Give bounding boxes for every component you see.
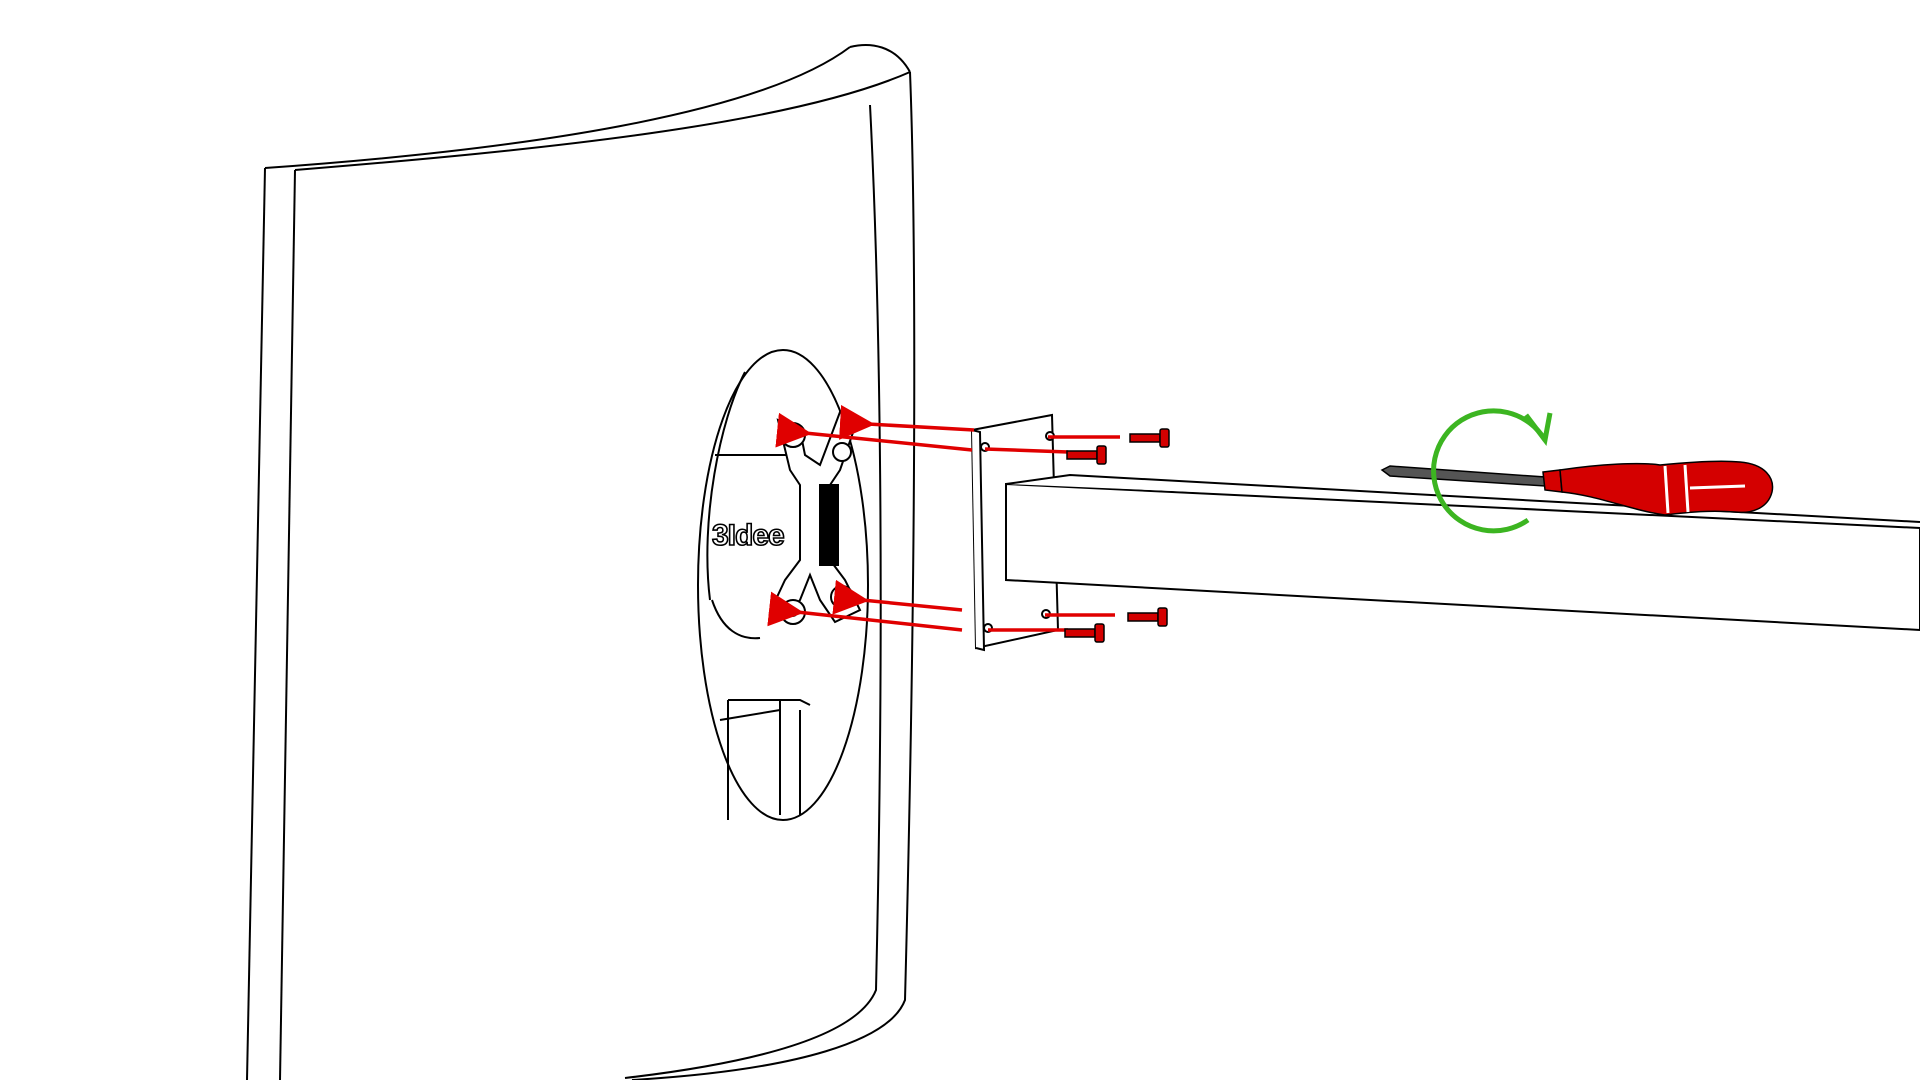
mounting-screws <box>1064 428 1170 643</box>
assembly-arrows <box>767 404 1120 632</box>
screw <box>1064 623 1105 643</box>
arrow <box>984 447 1069 454</box>
arrow <box>767 591 963 632</box>
curved-monitor-back <box>246 44 916 1080</box>
screw <box>1129 428 1170 448</box>
arrow <box>832 579 963 615</box>
screw <box>1127 607 1168 627</box>
screw <box>1066 445 1107 465</box>
phillips-screwdriver <box>1380 460 1774 516</box>
rotation-arrow-icon <box>1431 408 1553 534</box>
arrow <box>839 404 975 440</box>
arrow <box>775 412 973 452</box>
brand-label: 3Idee <box>712 519 784 552</box>
mount-arm <box>1005 473 1920 632</box>
screwdriver-collar <box>1542 469 1563 493</box>
screwdriver-shaft <box>1380 465 1546 487</box>
